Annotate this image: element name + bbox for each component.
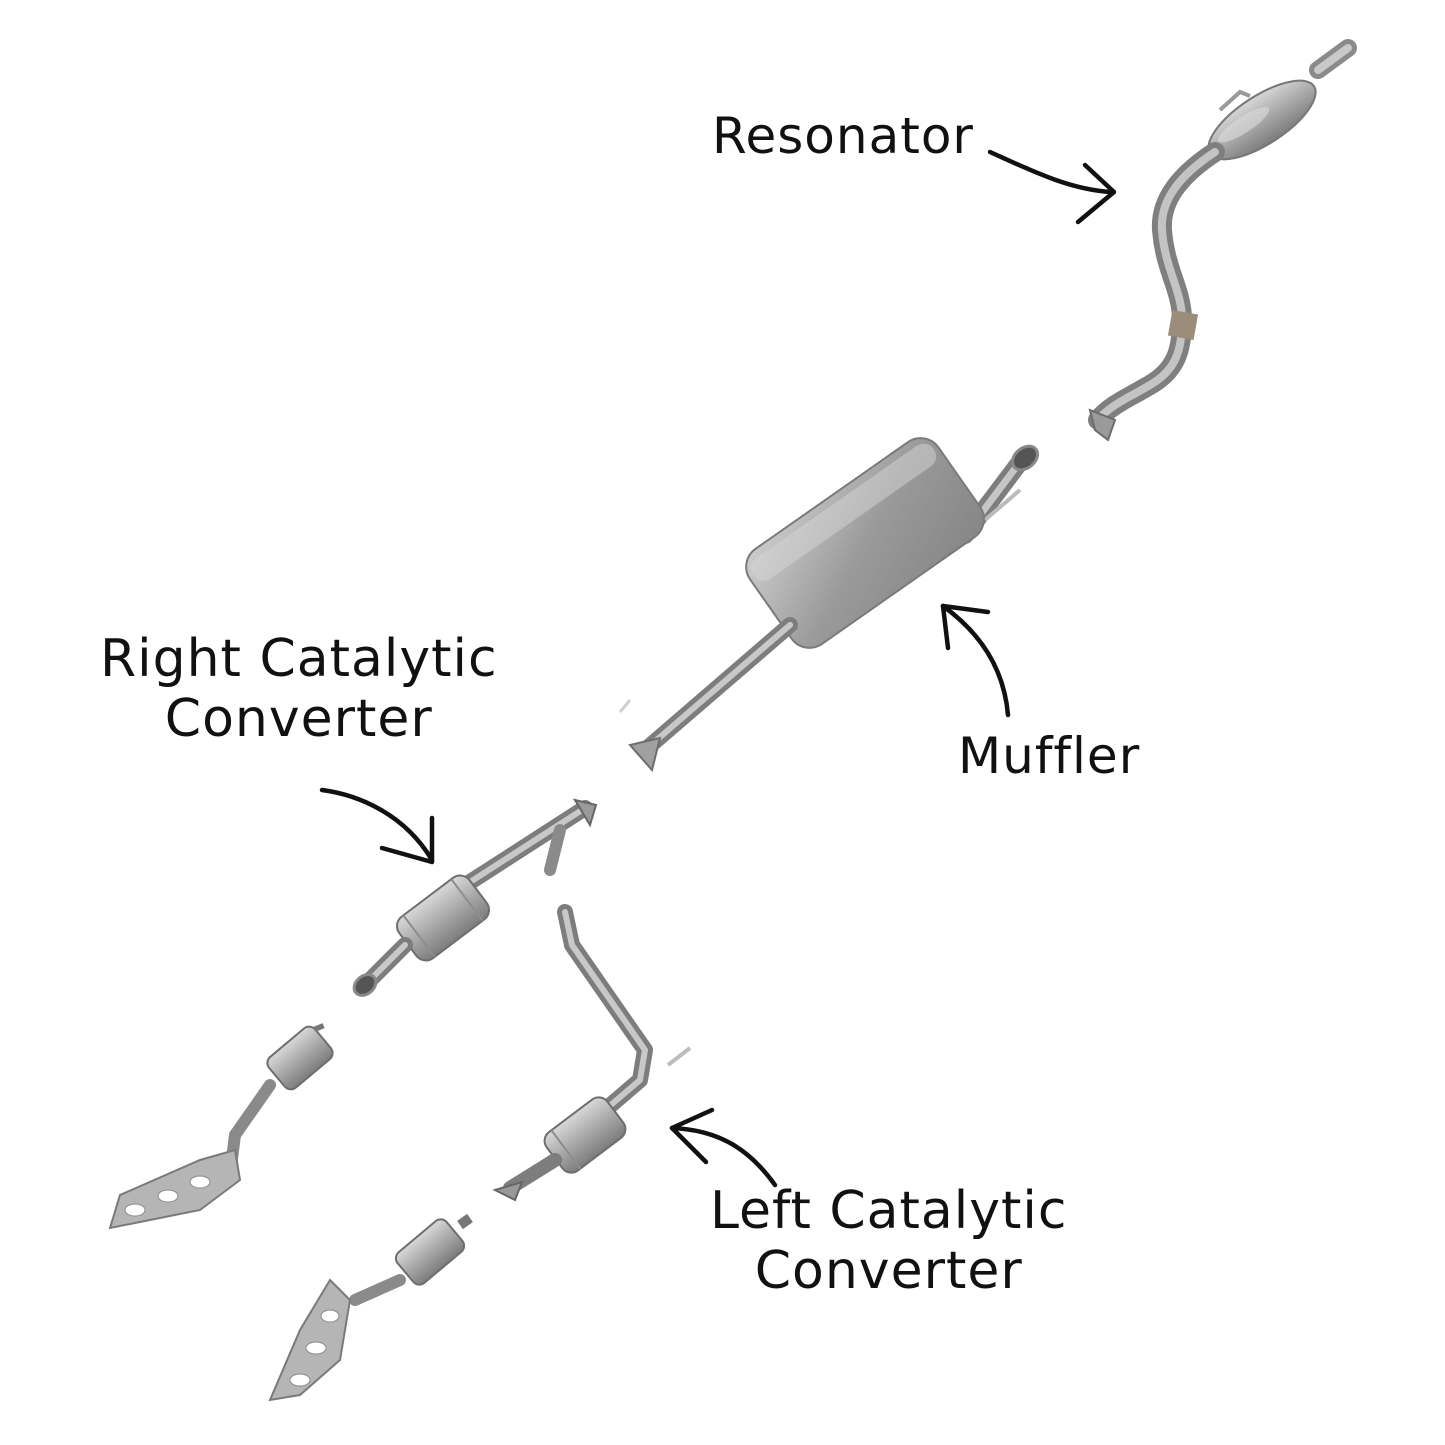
muffler-assembly (618, 437, 1040, 773)
right-catalytic-converter-pipe (352, 798, 598, 997)
left-catalytic-converter-label: Left Catalytic Converter (710, 1181, 1068, 1301)
right-catalytic-converter-arrow (319, 787, 435, 865)
resonator-pipe-assembly (1088, 39, 1357, 442)
muffler-arrow (940, 603, 1011, 718)
right-catalytic-converter-label: Right Catalytic Converter (100, 629, 498, 749)
left-manifold-converter (268, 1213, 473, 1402)
left-catalytic-converter-pipe (492, 904, 692, 1202)
resonator-arrow (987, 149, 1117, 225)
left-catalytic-converter-arrow (669, 1107, 778, 1188)
resonator-label: Resonator (712, 107, 974, 165)
muffler-label: Muffler (958, 727, 1141, 785)
right-manifold-converter (108, 1023, 334, 1230)
